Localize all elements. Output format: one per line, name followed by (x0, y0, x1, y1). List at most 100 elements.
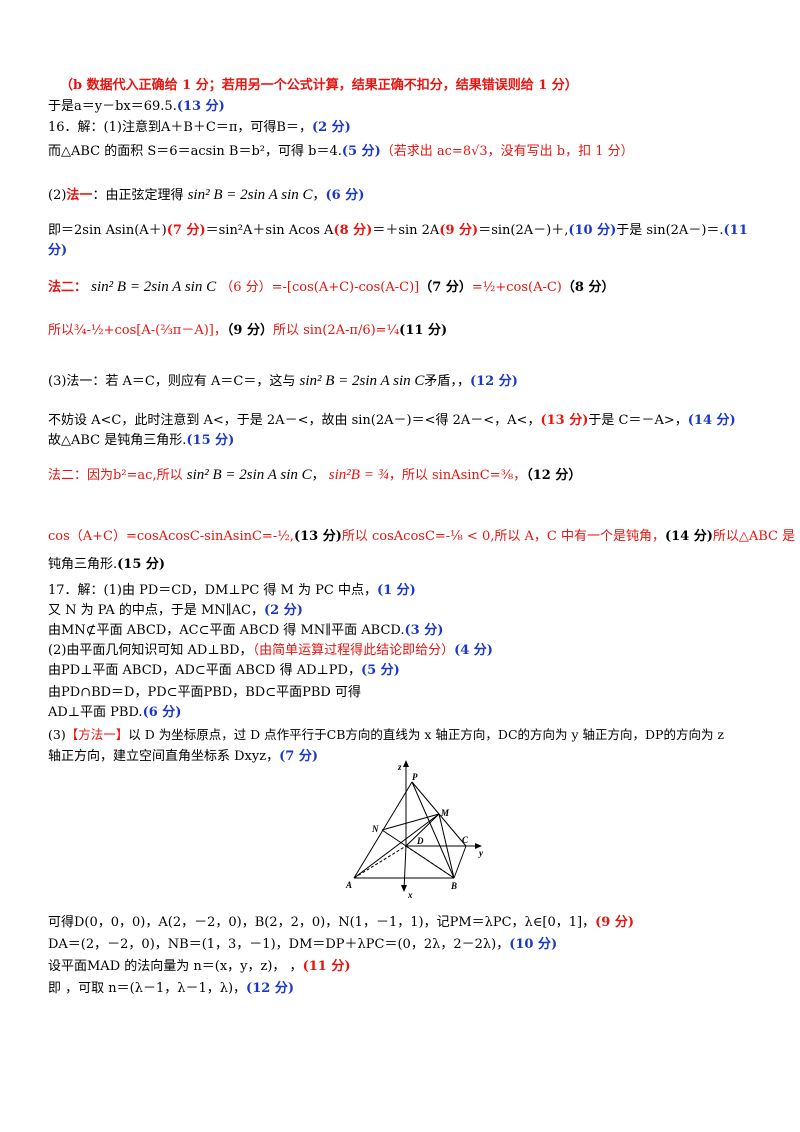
formula: sin² B = 2sin A sin C (187, 187, 313, 203)
score: (13 分) (293, 529, 342, 544)
score: (11 分) (302, 959, 351, 974)
formula: sin²B = ¾ (328, 467, 389, 483)
segment-MB (438, 813, 455, 879)
text: (3)法一：若 A＝C，则应有 A＝C＝，这与 (48, 374, 296, 389)
line-coordinate-system: 轴正方向，建立空间直角坐标系 Dxyz，(7 分) (48, 748, 760, 766)
score: （8 分） (561, 280, 615, 295)
line-derivation: 即＝2sin Asin(A＋)(7 分)＝sin²A＋sin Acos A(8 … (48, 222, 760, 240)
score: （12 分） (526, 468, 582, 483)
line-regression-result: 于是a＝y－bx＝69.5.(13 分) (48, 98, 760, 116)
formula: sin² B = 2sin A sin C (91, 279, 217, 295)
text: (2)由平面几何知识可知 AD⊥BD， (48, 643, 253, 658)
score: (7 分) (166, 223, 206, 238)
line-q17-part3: (3)【方法一】以 D 为坐标原点，过 D 点作平行于CB方向的直线为 x 轴正… (48, 726, 778, 744)
text: 由MN⊄平面 ABCD，AC⊂平面 ABCD 得 MN∥平面 ABCD. (48, 623, 405, 638)
formula: sin² B = 2sin A sin C (186, 467, 312, 483)
line-part3-method-two: 法二：因为b²=ac,所以 sin² B = 2sin A sin C， sin… (48, 467, 582, 483)
label-A: A (345, 880, 352, 890)
line-q17-part2: (2)由平面几何知识可知 AD⊥BD，（由简单运算过程得此结论即给分）(4 分) (48, 642, 760, 660)
label-P: P (412, 772, 418, 782)
text: （6 分）=-[cos(A+C)-cos(A-C)] (220, 280, 420, 295)
score: (12 分) (469, 374, 518, 389)
line-derivation-cont: 分) (48, 242, 760, 260)
edge-AD (353, 845, 407, 879)
note: （由简单运算过程得此结论即给分） (252, 643, 455, 658)
text: 于是 sin(2A－)＝. (616, 223, 724, 238)
line-method-two-cont: 所以¾-½+cos[A-(⅔π－A)]，（9 分）所以 sin(2A-π/6)=… (48, 322, 760, 340)
text: 故△ABC 是钝角三角形. (48, 433, 187, 448)
line-normal-result: 即 ，可取 n＝(λ－1，λ－1，λ)，(12 分) (48, 980, 760, 998)
score: (10 分) (509, 937, 558, 952)
line-obtuse: 钝角三角形.(15 分) (48, 556, 760, 574)
score: (11 分) (399, 323, 448, 338)
text: ＝＋sin 2A (372, 223, 440, 238)
line-part3-method-one: (3)法一：若 A＝C，则应有 A＝C＝，这与 sin² B = 2sin A … (48, 373, 518, 389)
score: (14 分) (687, 413, 736, 428)
z-arrow (403, 760, 409, 767)
score: (9 分) (595, 915, 634, 930)
x-arrow (401, 885, 407, 892)
line-normal-vector: 设平面MAD 的法向量为 n＝(x，y，z)， ，(11 分) (48, 958, 760, 976)
segment-NB (381, 829, 455, 879)
label: (2) (48, 188, 67, 203)
label-M: M (440, 808, 450, 818)
method-label: 【方法一】 (65, 727, 129, 742)
text: =½+cos(A-C) (471, 280, 562, 295)
scoring-note-line: （b 数据代入正确给 1 分；若用另一个公式计算，结果正确不扣分，结果错误则给 … (60, 77, 772, 95)
method-label: 法二： (48, 280, 88, 295)
score: (7 分) (279, 749, 318, 764)
edge-PB (411, 781, 455, 879)
segment-MA (353, 813, 440, 879)
score: (12 分) (246, 981, 294, 996)
pyramid-figure: z P M N D C y A B x (345, 760, 484, 900)
score: (15 分) (117, 557, 166, 572)
text: 以 D 为坐标原点，过 D 点作平行于CB方向的直线为 x 轴正方向，DC的方向… (128, 727, 725, 742)
line-perpendicular: 由PD⊥平面 ABCD，AD⊂平面 ABCD 得 AD⊥PD，(5 分) (48, 662, 760, 680)
line-method-two: 法二： sin² B = 2sin A sin C （6 分）=-[cos(A+… (48, 278, 760, 297)
line-parallel: 由MN⊄平面 ABCD，AC⊂平面 ABCD 得 MN∥平面 ABCD.(3 分… (48, 622, 760, 640)
deduction-note: （若求出 ac=8√3，没有写出 b，扣 1 分） (380, 144, 634, 159)
score: (11 (723, 223, 748, 238)
line-vectors: DA＝(2，－2，0)，NB＝(1，3，－1)，DM＝DP＋λPC＝(0，2λ，… (48, 936, 760, 954)
text: 所以△ABC 是 (712, 529, 796, 544)
text: 所以 cosAcosC=-⅛ < 0,所以 A，C 中有一个是钝角， (341, 529, 665, 544)
line-conclusion: 故△ABC 是钝角三角形.(15 分) (48, 432, 760, 450)
label-B: B (450, 881, 457, 891)
text: AD⊥平面 PBD. (48, 705, 143, 720)
label-x: x (407, 890, 413, 900)
text: 钝角三角形. (48, 557, 118, 572)
text: ，所以 sinAsinC=⅜， (388, 468, 527, 483)
text: cos（A+C）=cosAcosC-sinAsinC=-½, (48, 529, 294, 544)
method-label: 法一 (66, 188, 93, 203)
text: 由PD∩BD＝D，PD⊂平面PBD，BD⊂平面PBD 可得 (48, 685, 361, 700)
text: 所以¾-½+cos[A-(⅔π－A)]， (48, 323, 227, 338)
score: (5 分) (360, 663, 400, 678)
line-assumption: 不妨设 A<C，此时注意到 A<，于是 2A－<，故由 sin(2A－)＝<得 … (48, 412, 760, 430)
score: 分) (48, 243, 68, 258)
score: (6 分) (325, 188, 365, 203)
text: ＝sin²A＋sin Acos A (205, 223, 334, 238)
text: 矛盾， (424, 374, 457, 389)
text: 设平面MAD 的法向量为 n＝(x，y，z)， ， (48, 959, 303, 974)
text: 法二：因为b²=ac,所以 (48, 468, 183, 483)
score: (13 分) (540, 413, 589, 428)
segment-MD (405, 813, 440, 847)
label-D: D (416, 836, 424, 846)
score: (1 分) (376, 583, 416, 598)
edge-BC (453, 845, 467, 879)
text: 可得D(0，0，0)，A(2，－2，0)，B(2，2，0)，N(1，－1，1)，… (48, 915, 596, 930)
score: (5 分) (341, 144, 381, 159)
text: 于是 C＝－A>， (588, 413, 688, 428)
score: (9 分) (439, 223, 479, 238)
score: (14 分) (664, 529, 713, 544)
label-N: N (371, 824, 379, 834)
score: (15 分) (186, 433, 235, 448)
text: 所以 sin(2A-π/6)=¼ (272, 323, 400, 338)
score: (3 分) (404, 623, 444, 638)
score: (4 分) (454, 643, 493, 658)
text: ＝sin(2A－)＋, (478, 223, 569, 238)
line-area: 而△ABC 的面积 S＝6＝acsin B＝b²，可得 b＝4.(5 分)（若求… (48, 143, 760, 161)
text: 即＝2sin Asin(A＋) (48, 223, 167, 238)
text: 即 ，可取 n＝(λ－1，λ－1，λ)， (48, 981, 247, 996)
